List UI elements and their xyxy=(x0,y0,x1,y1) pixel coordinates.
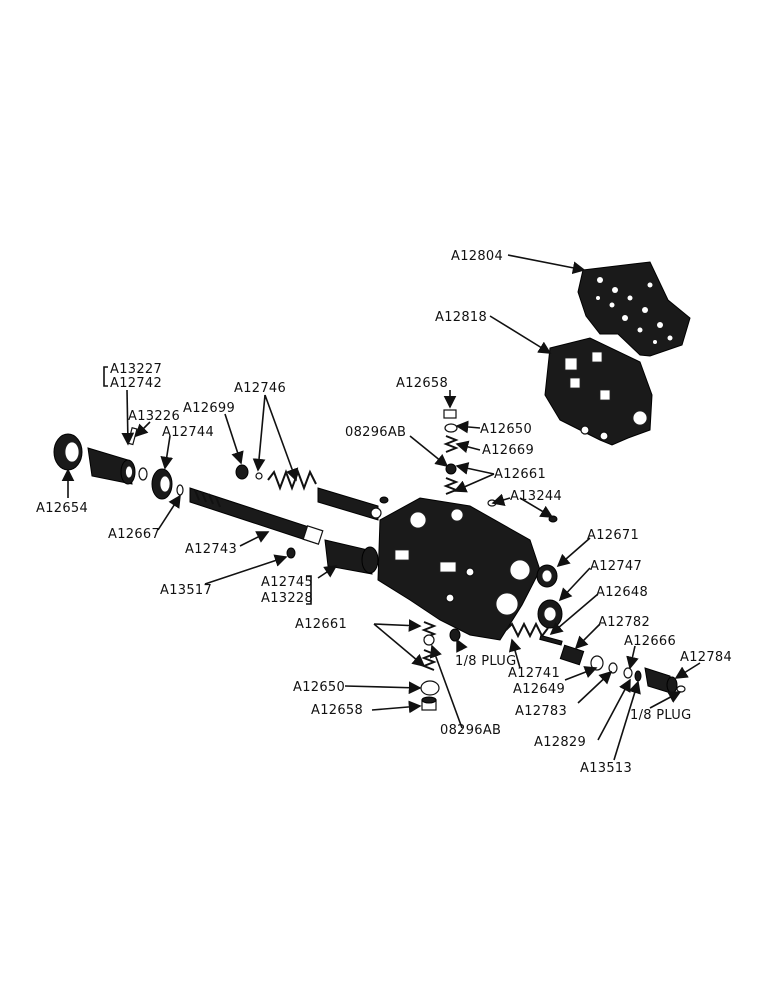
part-labels: A12804 A12818 A13227 A12742 A12746 A1265… xyxy=(36,249,732,776)
label-a13226: A13226 xyxy=(128,409,180,424)
label-a12699: A12699 xyxy=(183,401,235,416)
label-a12661-bottom: A12661 xyxy=(295,617,347,632)
separator-plate-part xyxy=(577,261,691,357)
label-a12650-top: A12650 xyxy=(480,422,532,437)
small-ring-part-2 xyxy=(176,484,184,496)
fitting-part xyxy=(559,644,585,666)
label-a13517: A13517 xyxy=(160,583,212,598)
label-1-8-plug-left: 1/8 PLUG xyxy=(455,654,516,669)
label-a12747: A12747 xyxy=(590,559,642,574)
bottom-check-stack-part xyxy=(420,621,440,711)
label-a12658-top: A12658 xyxy=(396,376,448,391)
small-ring-part xyxy=(138,467,148,481)
spring-and-valve-part xyxy=(267,469,382,521)
label-a12742: A12742 xyxy=(110,376,162,391)
label-a12783: A12783 xyxy=(515,704,567,719)
label-a12818: A12818 xyxy=(435,310,487,325)
valve-shaft-part xyxy=(189,487,324,545)
label-a12650-bottom: A12650 xyxy=(293,680,345,695)
washer-part xyxy=(590,655,604,671)
label-a13513: A13513 xyxy=(580,761,632,776)
label-a12669: A12669 xyxy=(482,443,534,458)
pipe-plug-part xyxy=(449,628,461,642)
label-a12667: A12667 xyxy=(108,527,160,542)
label-a12658-bottom: A12658 xyxy=(311,703,363,718)
valve-fitting-part xyxy=(644,667,678,695)
o-ring-part-2 xyxy=(623,667,633,679)
label-1-8-plug-right: 1/8 PLUG xyxy=(630,708,691,723)
label-a12661-top: A12661 xyxy=(494,467,546,482)
label-a12671: A12671 xyxy=(587,528,639,543)
label-a13227: A13227 xyxy=(110,362,162,377)
label-a12743: A12743 xyxy=(185,542,237,557)
label-a12744: A12744 xyxy=(162,425,214,440)
tiny-ball-part xyxy=(255,472,263,480)
label-a12741: A12741 xyxy=(508,666,560,681)
label-a12829: A12829 xyxy=(534,735,586,750)
label-a13244: A13244 xyxy=(510,489,562,504)
pipe-plug-part-2 xyxy=(676,685,686,693)
large-nut-part xyxy=(537,599,563,629)
small-plug-part-2 xyxy=(379,496,389,504)
small-dot-part-2 xyxy=(548,515,558,523)
label-a12648: A12648 xyxy=(596,585,648,600)
small-nut-part xyxy=(235,464,249,480)
small-plug-part xyxy=(286,547,296,559)
label-a12804: A12804 xyxy=(451,249,503,264)
pin-part-2 xyxy=(539,634,563,646)
label-a12782: A12782 xyxy=(598,615,650,630)
spring-part xyxy=(505,621,549,639)
end-plug-part xyxy=(53,433,83,471)
label-a12784: A12784 xyxy=(680,650,732,665)
upper-valve-body-part xyxy=(544,337,653,446)
sleeve-part xyxy=(87,447,136,485)
leader-lines xyxy=(61,254,701,761)
ring-part xyxy=(634,670,642,682)
label-a13228: A13228 xyxy=(261,591,313,606)
top-check-stack-part xyxy=(443,409,459,495)
o-ring-part xyxy=(608,662,618,674)
label-a12666: A12666 xyxy=(624,634,676,649)
label-a12649: A12649 xyxy=(513,682,565,697)
label-08296ab-top: 08296AB xyxy=(345,425,406,440)
label-a12746: A12746 xyxy=(234,381,286,396)
label-08296ab-bottom: 08296AB xyxy=(440,723,501,738)
pin-part xyxy=(127,427,138,446)
hex-nut-part xyxy=(536,564,558,588)
valve-plug-part xyxy=(151,468,173,500)
label-a12745: A12745 xyxy=(261,575,313,590)
label-a12654: A12654 xyxy=(36,501,88,516)
main-valve-body-part xyxy=(377,497,541,641)
